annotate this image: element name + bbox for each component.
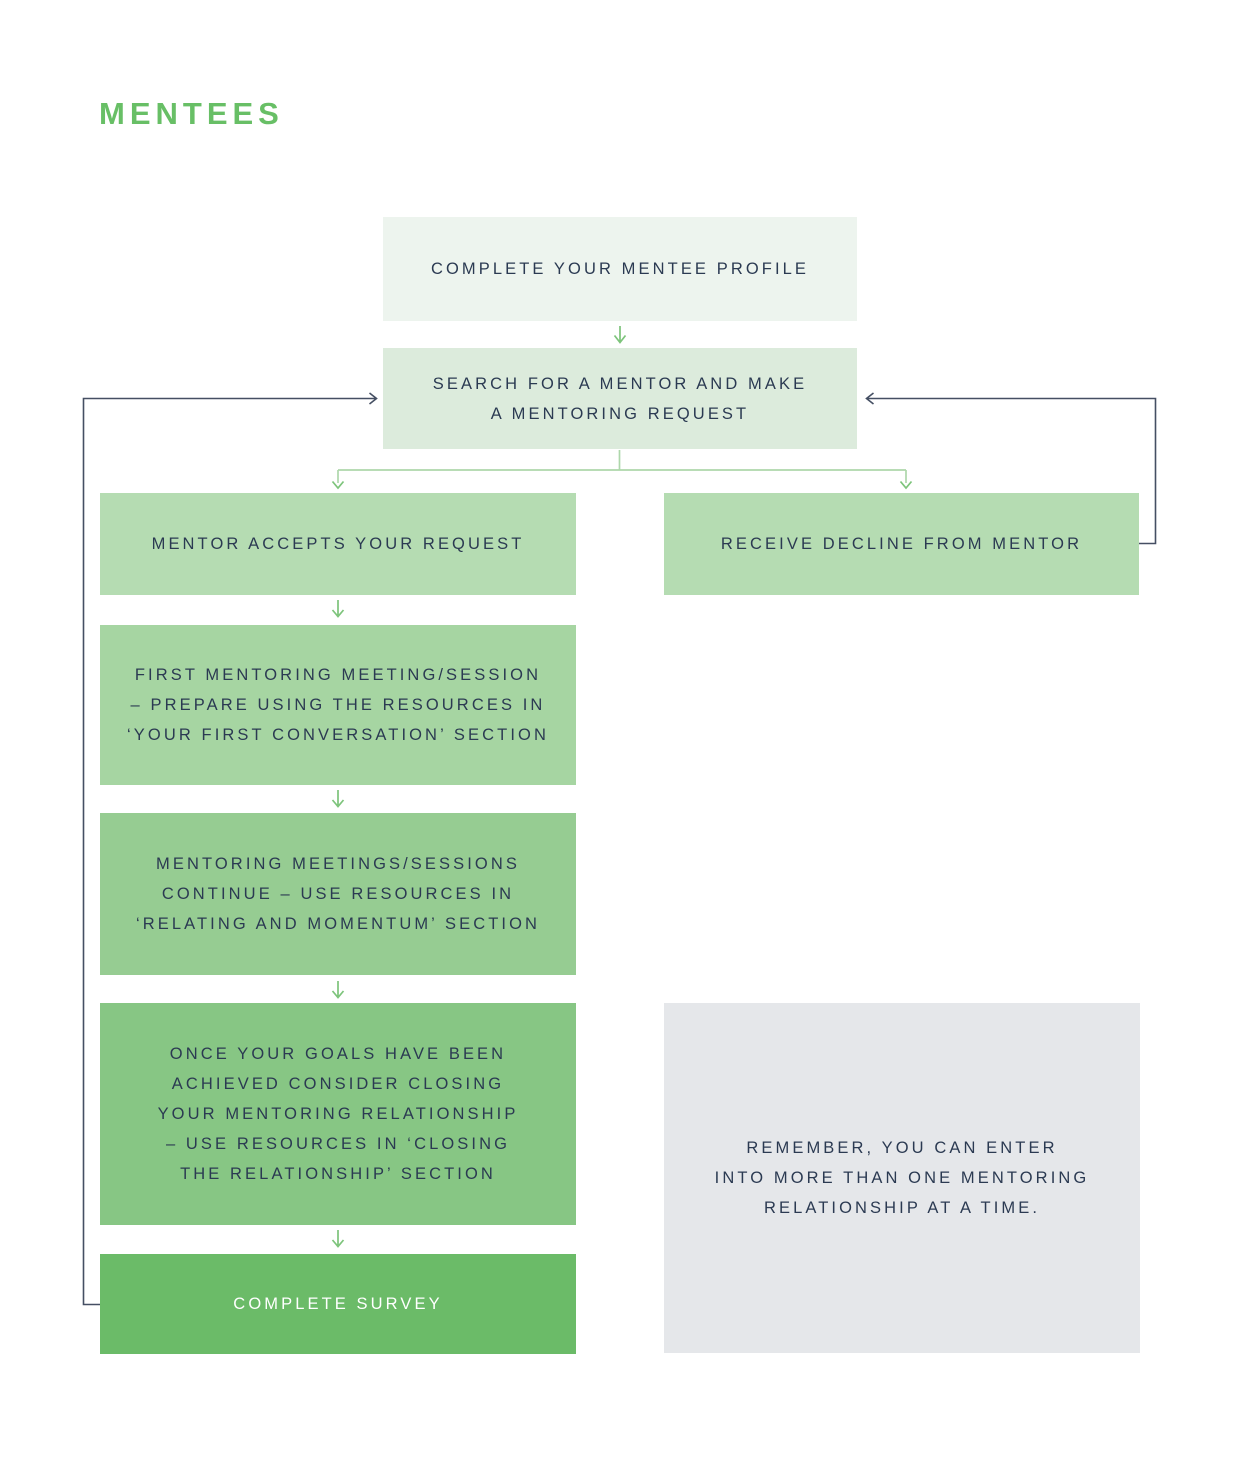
arrow-first-to-continue [331,790,345,808]
node-search-mentor: SEARCH FOR A MENTOR AND MAKE A MENTORING… [383,348,857,449]
node-first-meeting: FIRST MENTORING MEETING/SESSION – PREPAR… [100,625,576,785]
arrow-accepts-to-first-meeting [331,600,345,618]
node-complete-profile: COMPLETE YOUR MENTEE PROFILE [383,217,857,321]
loop-survey-to-search [82,392,378,1306]
arrow-continue-to-closing [331,981,345,999]
loop-decline-to-search [865,392,1157,545]
node-meetings-continue: MENTORING MEETINGS/SESSIONS CONTINUE – U… [100,813,576,975]
node-label: MENTORING MEETINGS/SESSIONS CONTINUE – U… [135,855,541,933]
node-label: COMPLETE SURVEY [233,1295,443,1313]
arrow-branch-to-accepts [331,480,345,490]
node-complete-survey: COMPLETE SURVEY [100,1254,576,1354]
page-title: MENTEES [99,96,284,131]
note-label: REMEMBER, YOU CAN ENTER INTO MORE THAN O… [714,1139,1090,1217]
node-close-relationship: ONCE YOUR GOALS HAVE BEEN ACHIEVED CONSI… [100,1003,576,1225]
arrow-closing-to-survey [331,1230,345,1248]
note-multiple-relationships: REMEMBER, YOU CAN ENTER INTO MORE THAN O… [664,1003,1140,1353]
arrow-branch-to-decline [899,480,913,490]
node-receive-decline: RECEIVE DECLINE FROM MENTOR [664,493,1139,595]
node-label: COMPLETE YOUR MENTEE PROFILE [430,260,810,278]
node-mentor-accepts: MENTOR ACCEPTS YOUR REQUEST [100,493,576,595]
node-label: SEARCH FOR A MENTOR AND MAKE A MENTORING… [432,374,808,423]
node-label: ONCE YOUR GOALS HAVE BEEN ACHIEVED CONSI… [157,1045,519,1183]
node-label: FIRST MENTORING MEETING/SESSION – PREPAR… [127,666,549,744]
arrow-profile-to-search [613,326,627,344]
node-label: MENTOR ACCEPTS YOUR REQUEST [151,535,525,553]
connector-branch [337,450,907,483]
node-label: RECEIVE DECLINE FROM MENTOR [720,535,1083,553]
